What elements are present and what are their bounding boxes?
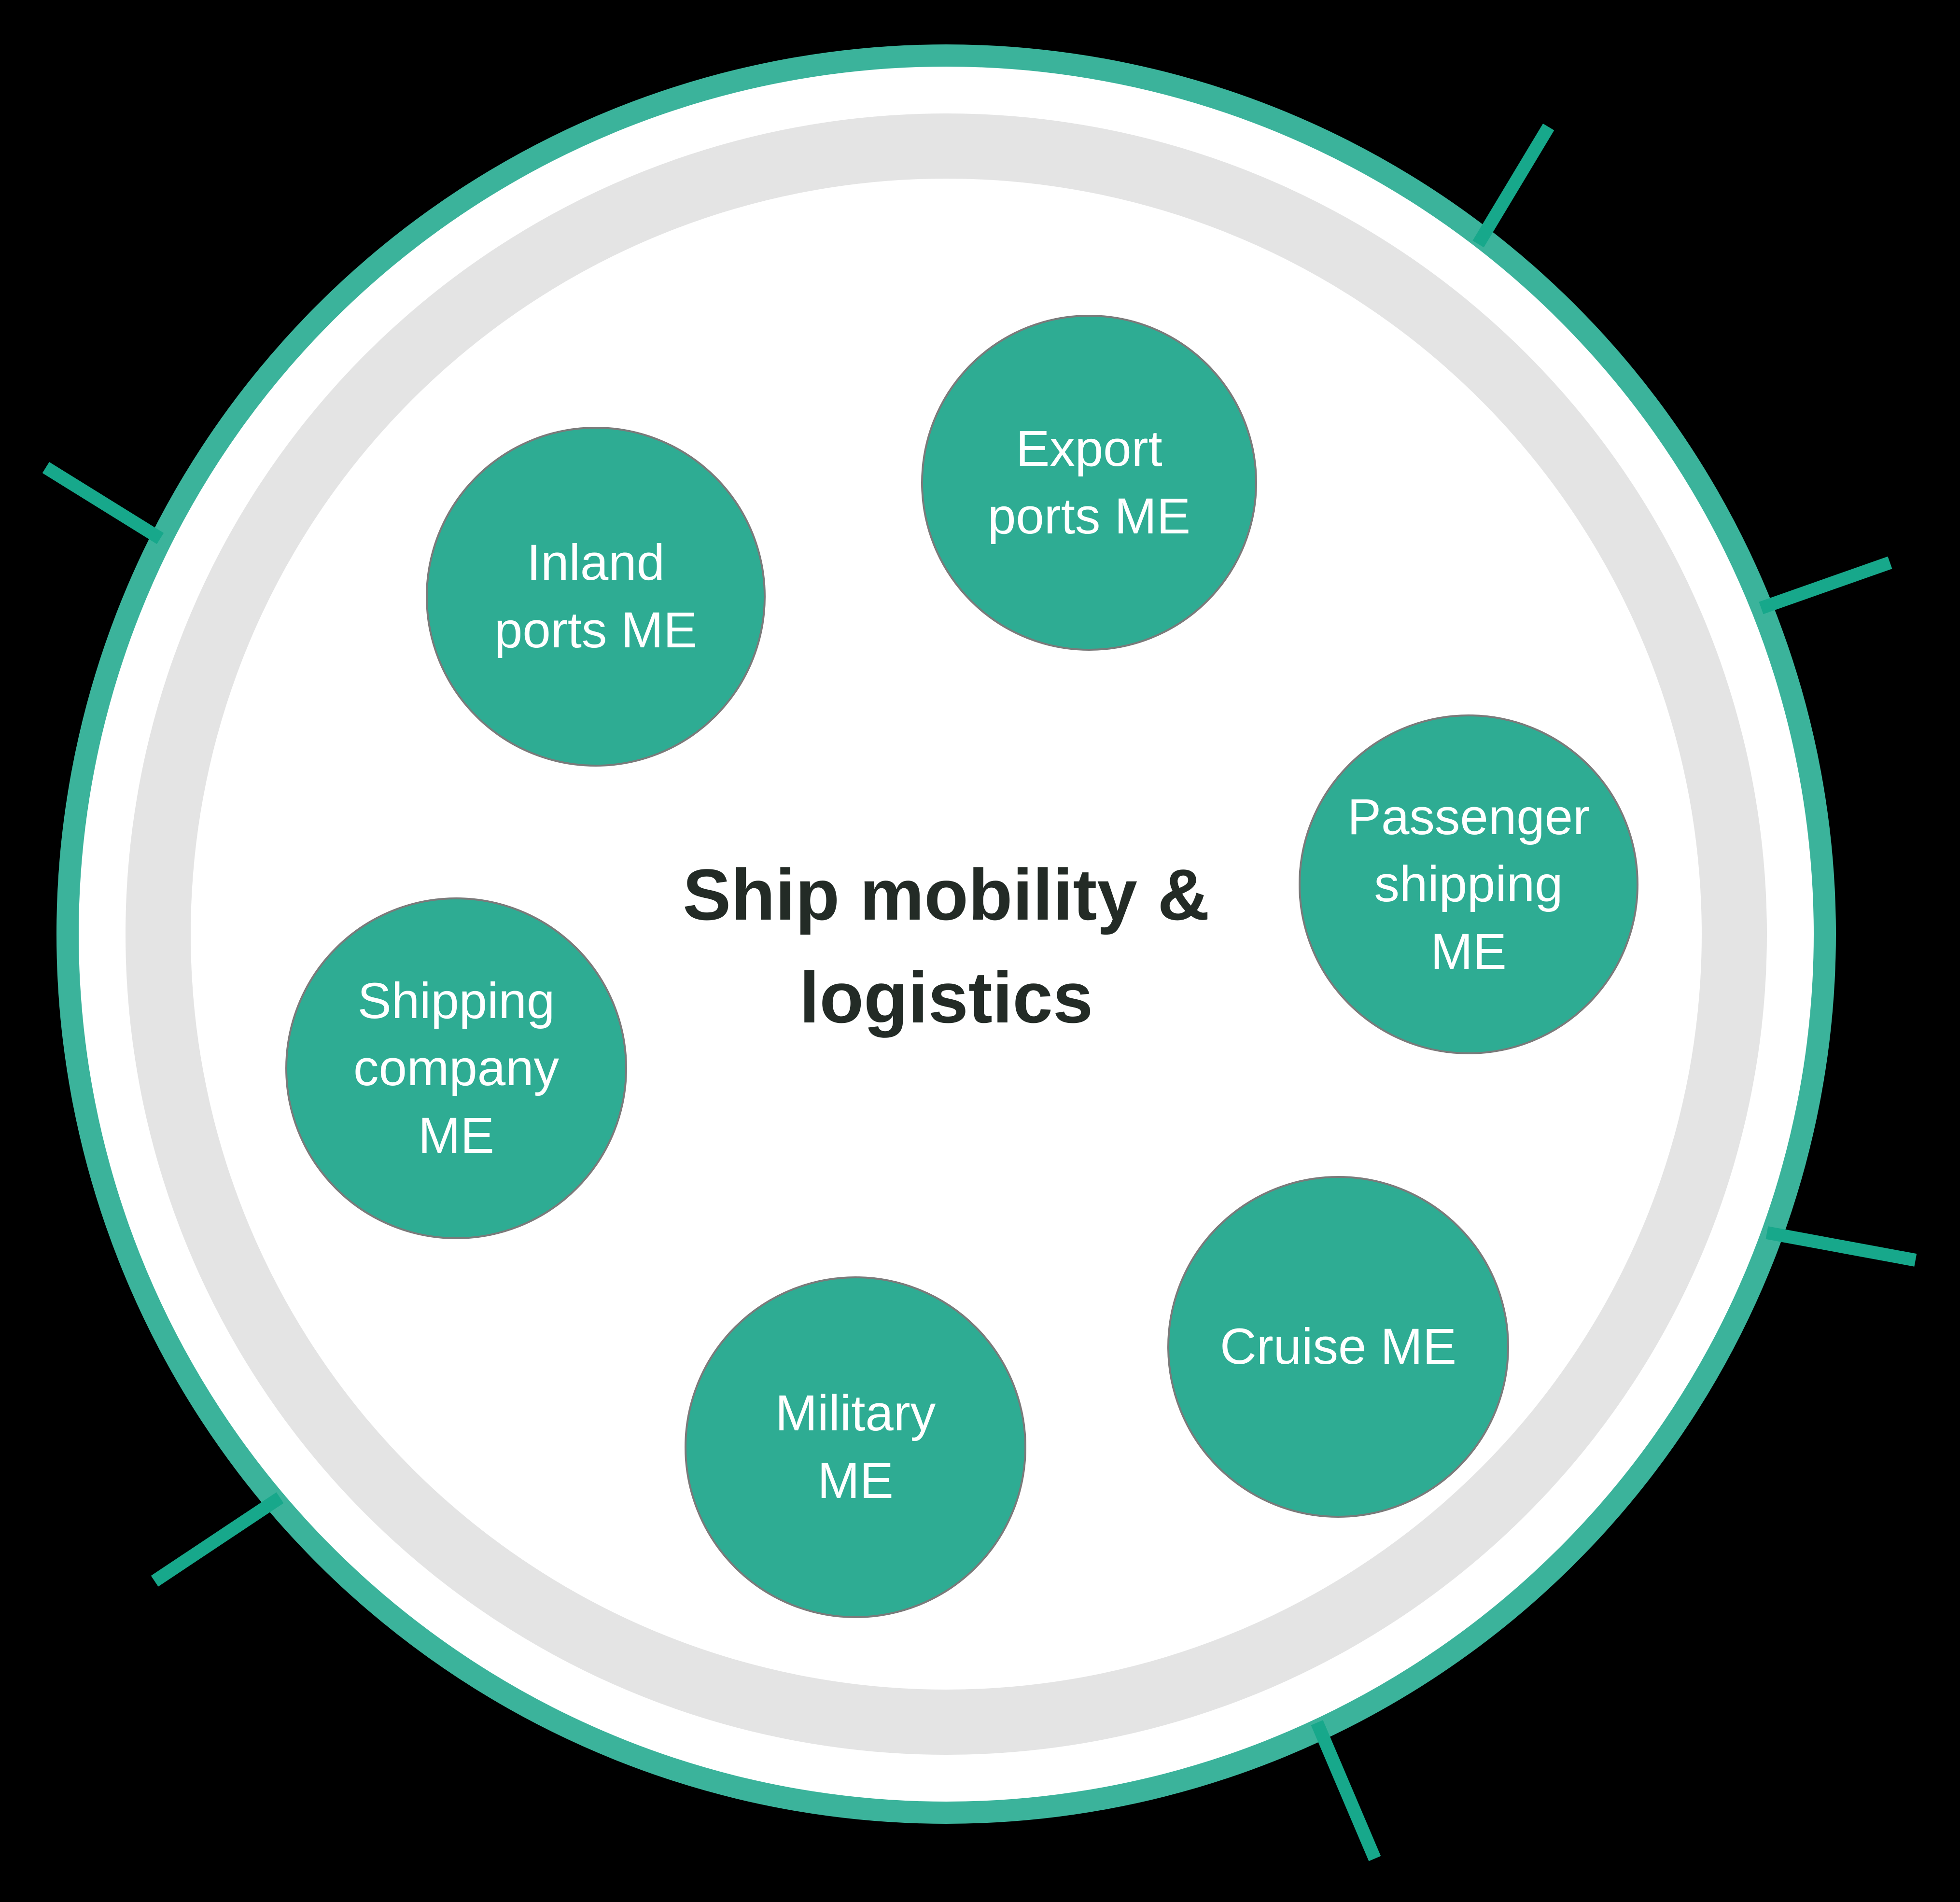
spoke-tick: [1759, 556, 1892, 614]
title-line-1: Ship mobility &: [683, 854, 1210, 935]
node-label-line: Export: [1016, 420, 1162, 477]
spoke-tick: [1311, 1720, 1381, 1861]
node-label-line: Cruise ME: [1219, 1318, 1457, 1375]
spoke-tick: [151, 1492, 284, 1587]
node-label-line: Inland: [526, 534, 665, 591]
node-label-line: Shipping: [357, 972, 555, 1029]
node-label-line: ports ME: [494, 602, 698, 658]
spoke-tick: [1765, 1226, 1917, 1267]
node-cruise-me: Cruise ME: [1167, 1176, 1509, 1518]
node-export-ports-me: Export ports ME: [921, 315, 1257, 651]
node-label-line: ports ME: [987, 488, 1191, 545]
node-label-line: ME: [1430, 923, 1507, 980]
spoke-tick: [42, 462, 164, 544]
node-label-line: company: [353, 1040, 560, 1097]
node-inland-ports-me: Inland ports ME: [426, 427, 766, 767]
diagram-title: Ship mobility & logistics: [367, 843, 1526, 1049]
node-label-line: shipping: [1374, 856, 1563, 913]
node-label: Cruise ME: [1220, 1313, 1456, 1381]
spoke-tick: [1472, 123, 1554, 247]
node-label: Inland ports ME: [494, 529, 697, 664]
node-label: Export ports ME: [988, 415, 1190, 550]
title-line-2: logistics: [799, 957, 1093, 1038]
node-label-line: ME: [817, 1453, 894, 1509]
node-label-line: Military: [775, 1385, 936, 1442]
node-label-line: ME: [418, 1107, 494, 1164]
node-label-line: Passenger: [1347, 788, 1590, 845]
